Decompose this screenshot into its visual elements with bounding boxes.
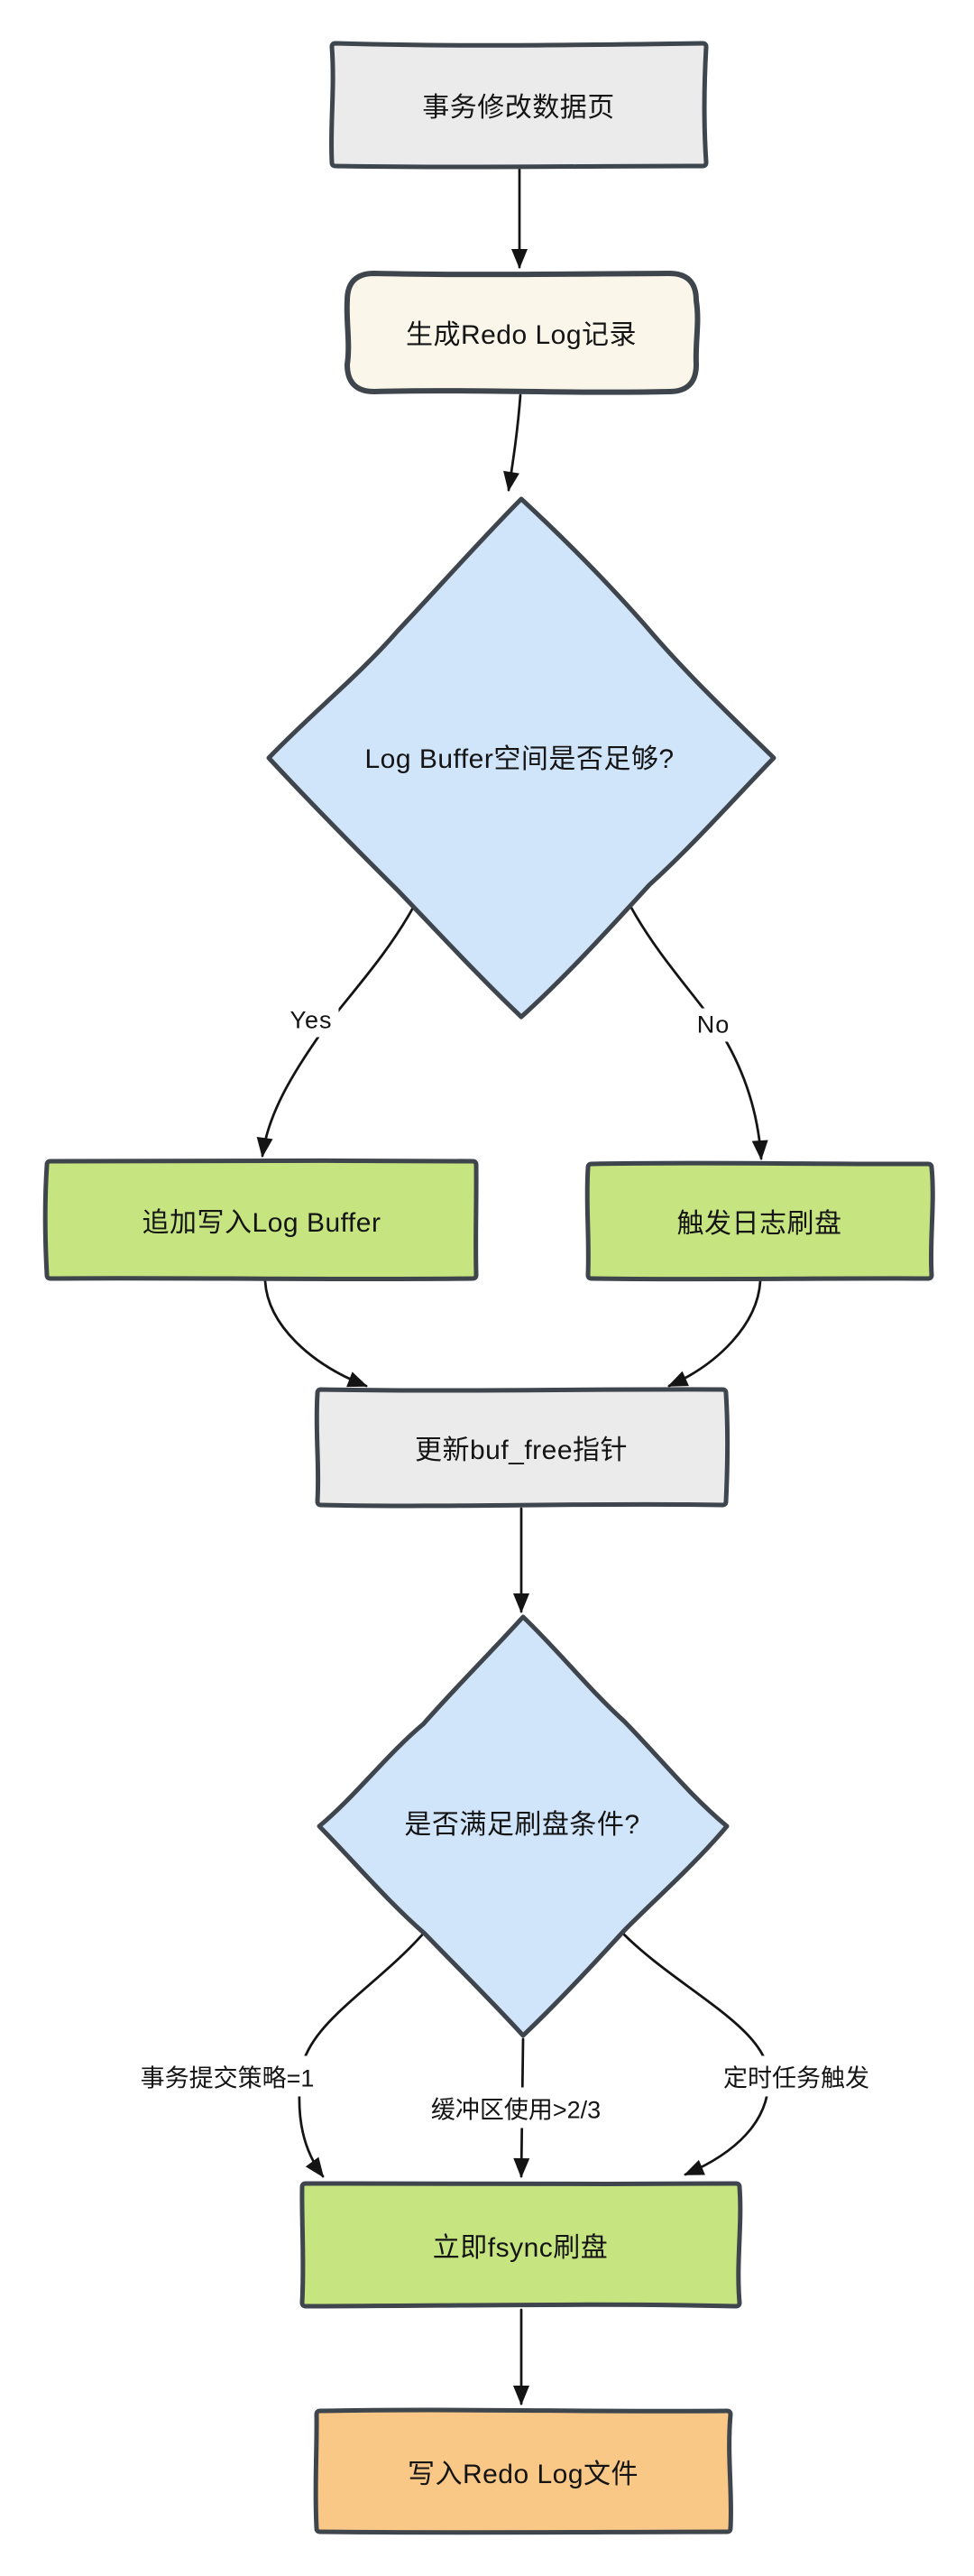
edge-label-commit-policy: 事务提交策略=1: [133, 2055, 321, 2097]
node-start-shape: [328, 41, 709, 170]
node-start-label: 事务修改数据页: [422, 93, 615, 123]
edge-appendbuffer-to-update: [263, 1279, 368, 1388]
node-triggerflush-shape: [584, 1160, 935, 1282]
edge-label-timer: 定时任务触发: [717, 2055, 876, 2097]
node-buffercheck-diamond: [266, 496, 776, 1020]
node-genredo-label: 生成Redo Log记录: [405, 320, 638, 350]
edge-timer-line: [619, 1929, 770, 2176]
node-triggerflush-label: 触发日志刷盘: [676, 1209, 842, 1239]
edge-commit-policy-line: [298, 1929, 427, 2178]
edge-triggerflush-to-update: [667, 1279, 762, 1388]
edge-label-no: No: [690, 1008, 737, 1042]
node-updatebuffree-label: 更新buf_free指针: [414, 1436, 629, 1465]
node-fsync-label: 立即fsync刷盘: [432, 2233, 609, 2263]
edge-genredo-to-buffercheck: [503, 393, 522, 492]
edge-label-yes: Yes: [283, 1003, 339, 1038]
node-appendbuffer-label: 追加写入Log Buffer: [142, 1208, 381, 1238]
node-updatebuffree-shape: [314, 1387, 730, 1509]
node-writefile-shape: [313, 2407, 734, 2535]
edge-label-buffer-usage: 缓冲区使用>2/3: [424, 2087, 608, 2128]
node-fsync-shape: [299, 2181, 743, 2309]
node-flushcheck-diamond: [317, 1614, 730, 2038]
node-buffercheck-label: Log Buffer空间是否足够?: [364, 744, 675, 774]
node-appendbuffer-shape: [42, 1158, 479, 1282]
node-genredo-shape: [344, 271, 701, 395]
node-writefile-label: 写入Redo Log文件: [407, 2460, 639, 2489]
node-flushcheck-label: 是否满足刷盘条件?: [404, 1810, 640, 1840]
